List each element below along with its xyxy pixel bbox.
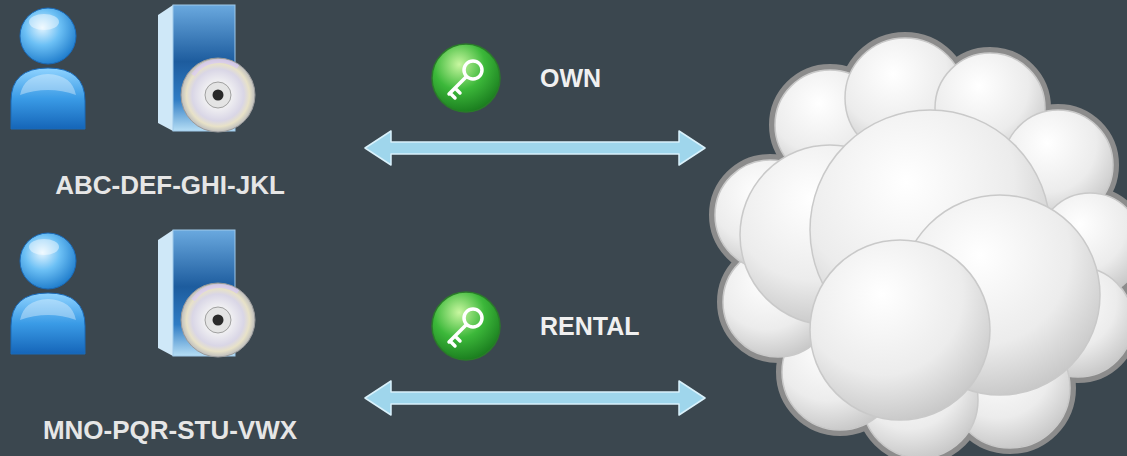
license-key-text: ABC-DEF-GHI-JKL	[0, 170, 340, 200]
key-icon	[432, 292, 500, 360]
double-arrow	[365, 131, 705, 165]
cloud-shape	[712, 40, 1127, 456]
user-icon	[8, 230, 88, 355]
license-type-label: OWN	[540, 63, 601, 93]
user-software-node: MNO-PQR-STU-VWX	[0, 225, 358, 456]
user-icon	[8, 5, 88, 130]
license-type-label: RENTAL	[540, 311, 640, 341]
software-box-icon	[158, 5, 258, 135]
license-key-text: MNO-PQR-STU-VWX	[0, 415, 340, 445]
cloud-node	[712, 40, 1127, 456]
user-software-node: ABC-DEF-GHI-JKL	[0, 0, 358, 215]
key-icon	[432, 44, 500, 112]
double-arrow	[365, 381, 705, 415]
software-box-icon	[158, 230, 258, 360]
